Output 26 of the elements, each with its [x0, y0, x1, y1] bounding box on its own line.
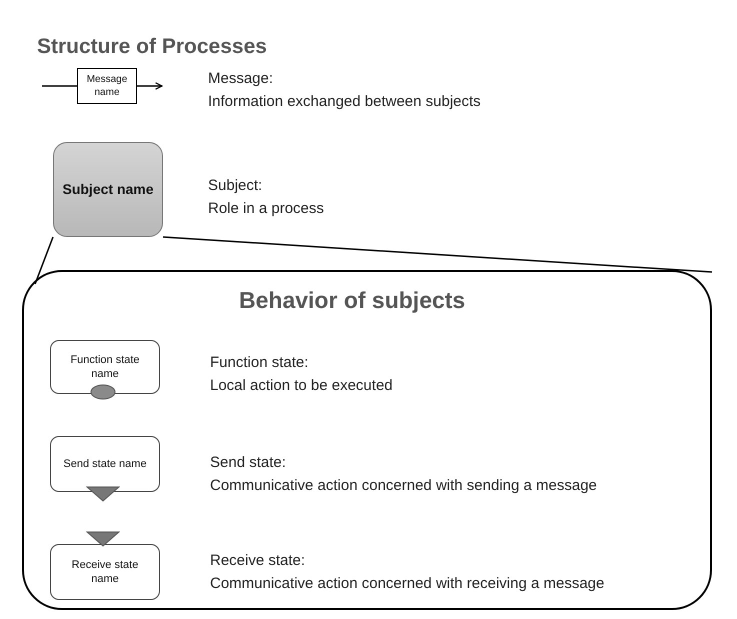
behavior-panel: [22, 270, 712, 610]
term-label: Receive state:: [210, 552, 306, 569]
definition-text: Role in a process: [208, 200, 324, 217]
node-label: Function state name: [69, 352, 141, 382]
zoom-line: [34, 236, 54, 284]
diagram-title: Structure of Processes: [37, 35, 267, 59]
node-label: Send state name: [62, 456, 148, 472]
term-label: Message:: [208, 70, 274, 87]
panel-title: Behavior of subjects: [239, 287, 466, 314]
zoom-line: [162, 236, 712, 273]
term-label: Function state:: [210, 354, 308, 371]
state-box: [50, 340, 160, 394]
subject-box: [53, 142, 163, 237]
arrow: [137, 82, 163, 90]
state-box: [50, 544, 160, 600]
node-label: Message name: [86, 73, 128, 99]
definition-text: Communicative action concerned with sending a message: [210, 477, 597, 494]
definition-text: Communicative action concerned with receiving a message: [210, 575, 604, 592]
message-box: [77, 68, 137, 104]
definition-text: Local action to be executed: [210, 377, 393, 394]
term-label: Send state:: [210, 454, 286, 471]
definition-text: Information exchanged between subjects: [208, 93, 481, 110]
node-label: Receive state name: [70, 558, 140, 586]
state-box: [50, 436, 160, 492]
term-label: Subject:: [208, 177, 262, 194]
node-label: Subject name: [61, 180, 155, 199]
